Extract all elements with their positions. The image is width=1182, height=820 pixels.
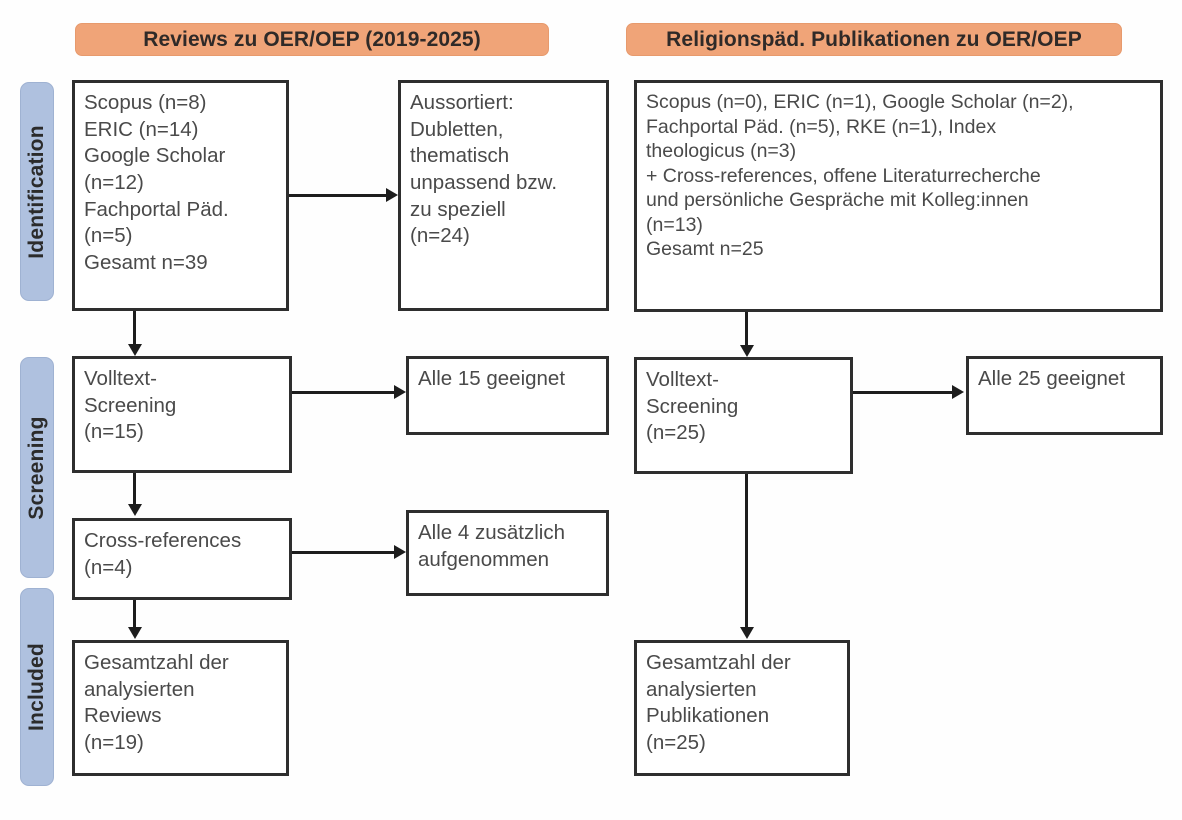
- arrowhead-left-screening-to-result: [394, 385, 406, 399]
- box-right-identification: Scopus (n=0), ERIC (n=1), Google Scholar…: [634, 80, 1163, 312]
- box-left-cross-references: Cross-references (n=4): [72, 518, 292, 600]
- box-left-crossrefs-result: Alle 4 zusätzlich aufgenommen: [406, 510, 609, 596]
- box-left-fulltext-screening: Volltext- Screening (n=15): [72, 356, 292, 473]
- connector-right-ident-to-screening: [745, 312, 748, 347]
- column-header-left: Reviews zu OER/OEP (2019-2025): [75, 23, 549, 56]
- arrowhead-left-ident-to-screening: [128, 344, 142, 356]
- arrowhead-left-crossrefs-to-included: [128, 627, 142, 639]
- connector-left-crossrefs-to-result: [292, 551, 395, 554]
- connector-left-ident-to-screening: [133, 311, 136, 346]
- box-left-excluded: Aussortiert: Dubletten, thematisch unpas…: [398, 80, 609, 311]
- connector-right-screening-to-included: [745, 474, 748, 630]
- box-right-included: Gesamtzahl der analysierten Publikatione…: [634, 640, 850, 776]
- connector-right-screening-to-result: [853, 391, 953, 394]
- arrowhead-right-ident-to-screening: [740, 345, 754, 357]
- arrowhead-right-screening-to-result: [952, 385, 964, 399]
- arrowhead-left-crossrefs-to-result: [394, 545, 406, 559]
- phase-bar-screening: Screening: [20, 357, 54, 578]
- phase-bar-included: Included: [20, 588, 54, 786]
- box-right-fulltext-screening: Volltext- Screening (n=25): [634, 357, 853, 474]
- column-header-right: Religionspäd. Publikationen zu OER/OEP: [626, 23, 1122, 56]
- box-left-included: Gesamtzahl der analysierten Reviews (n=1…: [72, 640, 289, 776]
- connector-left-screening-to-result: [292, 391, 395, 394]
- phase-label-identification: Identification: [25, 124, 48, 259]
- phase-label-included: Included: [25, 643, 48, 731]
- box-left-identification: Scopus (n=8) ERIC (n=14) Google Scholar …: [72, 80, 289, 311]
- box-right-screening-result: Alle 25 geeignet: [966, 356, 1163, 435]
- phase-label-screening: Screening: [25, 415, 48, 520]
- arrowhead-right-screening-to-included: [740, 627, 754, 639]
- connector-left-screening-to-crossrefs: [133, 473, 136, 506]
- connector-left-crossrefs-to-included: [133, 600, 136, 630]
- box-left-screening-result: Alle 15 geeignet: [406, 356, 609, 435]
- arrowhead-left-ident-to-excluded: [386, 188, 398, 202]
- connector-left-ident-to-excluded: [289, 194, 387, 197]
- phase-bar-identification: Identification: [20, 82, 54, 301]
- arrowhead-left-screening-to-crossrefs: [128, 504, 142, 516]
